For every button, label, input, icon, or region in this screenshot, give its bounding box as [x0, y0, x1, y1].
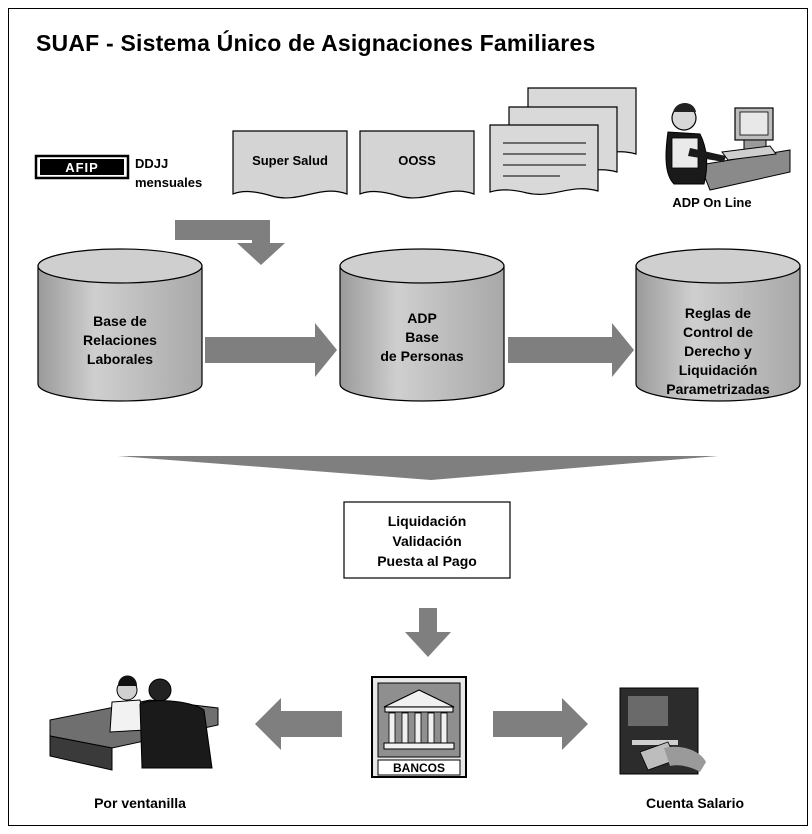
- por-ventanilla-label: Por ventanilla: [94, 795, 186, 811]
- adp-base-personas-database: ADP Base de Personas: [339, 248, 505, 402]
- svg-text:Puesta al Pago: Puesta al Pago: [377, 553, 477, 569]
- adp-online-label: ADP On Line: [672, 195, 751, 210]
- svg-text:OOSS: OOSS: [398, 153, 436, 168]
- operator-at-computer-icon: [665, 103, 791, 191]
- bancos-to-cuenta-salario-arrow: [493, 698, 588, 750]
- ddjj-mensuales-label: mensuales: [135, 175, 202, 190]
- afip-logo-icon: AFIP: [34, 154, 130, 180]
- people-at-desk-icon: [49, 675, 219, 771]
- svg-text:Super Salud: Super Salud: [252, 153, 328, 168]
- svg-text:Reglas de: Reglas de: [685, 305, 751, 321]
- bancos-label: BANCOS: [393, 761, 445, 775]
- ddjj-to-db-arrow: [175, 220, 285, 265]
- svg-text:de Personas: de Personas: [380, 348, 463, 364]
- svg-text:ADP: ADP: [407, 310, 437, 326]
- bank-building-icon: [371, 676, 467, 778]
- stacked-documents-icon: [489, 87, 637, 195]
- relaciones-laborales-database: Base de Relaciones Laborales: [37, 248, 203, 402]
- relaciones-to-personas-arrow: [205, 323, 337, 377]
- svg-text:AFIP: AFIP: [65, 160, 99, 175]
- super-salud-document: Super Salud: [232, 130, 348, 199]
- ooss-document: OOSS: [359, 130, 475, 199]
- page-title: SUAF - Sistema Único de Asignaciones Fam…: [36, 30, 596, 56]
- card-at-atm-icon: [619, 687, 706, 775]
- svg-text:Control de: Control de: [683, 324, 753, 340]
- reglas-control-database: Reglas de Control de Derecho y Liquidaci…: [635, 248, 801, 402]
- process-to-bancos-arrow: [405, 608, 451, 657]
- svg-text:Base de: Base de: [93, 313, 147, 329]
- cuenta-salario-label: Cuenta Salario: [646, 795, 744, 811]
- liquidacion-process-box: Liquidación Validación Puesta al Pago: [343, 501, 511, 579]
- svg-text:Liquidación: Liquidación: [679, 362, 758, 378]
- svg-text:Liquidación: Liquidación: [388, 513, 467, 529]
- svg-text:Relaciones: Relaciones: [83, 332, 157, 348]
- svg-text:Base: Base: [405, 329, 439, 345]
- personas-to-reglas-arrow: [508, 323, 634, 377]
- consolidation-funnel: [118, 456, 718, 480]
- svg-text:Laborales: Laborales: [87, 351, 153, 367]
- svg-text:Validación: Validación: [392, 533, 461, 549]
- ddjj-label: DDJJ: [135, 156, 168, 171]
- svg-text:Parametrizadas: Parametrizadas: [666, 381, 770, 397]
- bancos-to-ventanilla-arrow: [255, 698, 342, 750]
- svg-text:Derecho y: Derecho y: [684, 343, 752, 359]
